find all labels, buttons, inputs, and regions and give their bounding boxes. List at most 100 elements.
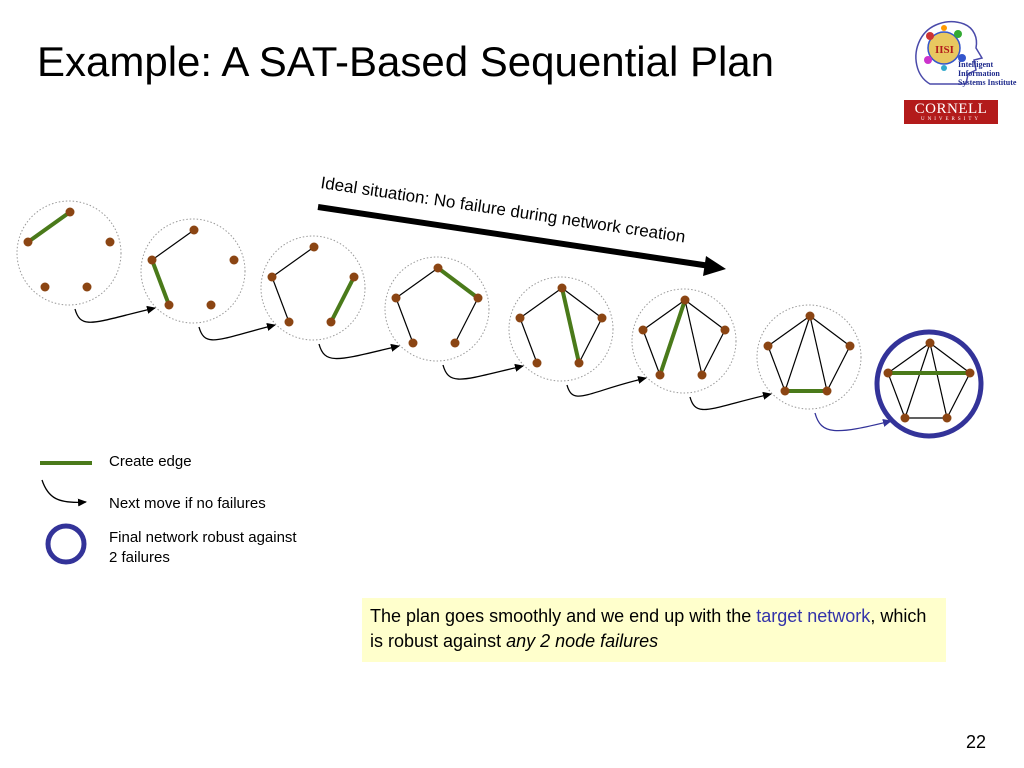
- network-node: [720, 325, 730, 335]
- network-node: [638, 325, 648, 335]
- network-node: [267, 272, 277, 282]
- network-boundary: [508, 276, 614, 382]
- network-step-5: [508, 276, 614, 382]
- ideal-path-arrow: [317, 204, 711, 269]
- new-edge: [26, 210, 72, 244]
- network-edge: [784, 315, 811, 392]
- legend-final-network-ring: [45, 523, 87, 565]
- iisi-caption-line-1: Intelligent Information: [958, 60, 1000, 78]
- new-edge: [658, 299, 687, 376]
- iisi-logo-icon: IISI: [915, 20, 984, 85]
- next-step-arrow: [566, 375, 647, 397]
- network-boundary: [260, 235, 366, 341]
- network-step-8: [874, 329, 984, 439]
- network-node: [845, 341, 855, 351]
- network-node: [65, 207, 75, 217]
- network-boundary: [140, 218, 246, 324]
- network-node: [450, 338, 460, 348]
- next-step-arrow: [318, 343, 400, 360]
- network-edge: [809, 315, 828, 392]
- next-step-arrow: [442, 363, 524, 380]
- network-node: [189, 225, 199, 235]
- network-edge: [809, 315, 851, 347]
- network-node: [23, 237, 33, 247]
- next-step-arrow: [814, 412, 892, 432]
- network-node: [697, 370, 707, 380]
- cornell-logo-sub: UNIVERSITY: [921, 117, 981, 122]
- summary-note-highlight: target network: [756, 606, 871, 626]
- network-node: [780, 386, 790, 396]
- iisi-caption-line-2: Systems Institute: [958, 78, 1017, 87]
- ideal-path-arrow-head: [703, 256, 726, 276]
- cornell-logo-name: CORNELL: [914, 101, 988, 117]
- network-node: [597, 313, 607, 323]
- network-node: [925, 338, 935, 348]
- network-edge: [929, 342, 971, 374]
- iisi-caption: Intelligent Information Systems Institut…: [958, 60, 1022, 87]
- network-node: [284, 317, 294, 327]
- next-step-arrow: [689, 391, 772, 411]
- network-node: [164, 300, 174, 310]
- legend-next-move-arrow: [41, 479, 87, 507]
- network-node: [557, 283, 567, 293]
- network-edge: [946, 372, 971, 419]
- final-network-ring: [874, 329, 984, 439]
- network-node: [942, 413, 952, 423]
- network-node: [822, 386, 832, 396]
- network-edge: [395, 267, 439, 299]
- network-node: [40, 282, 50, 292]
- slide-title: Example: A SAT-Based Sequential Plan: [37, 38, 775, 85]
- network-edge: [519, 317, 538, 364]
- network-edge: [642, 329, 661, 376]
- network-node: [206, 300, 216, 310]
- network-edge: [578, 317, 603, 364]
- cornell-logo: CORNELL UNIVERSITY: [904, 100, 998, 124]
- network-edge: [767, 315, 811, 347]
- legend-create-edge-label: Create edge: [109, 453, 192, 470]
- network-step-7: [756, 304, 862, 410]
- network-node: [105, 237, 115, 247]
- network-edge: [454, 297, 479, 344]
- network-boundary: [756, 304, 862, 410]
- network-boundary: [384, 256, 490, 362]
- network-node: [147, 255, 157, 265]
- network-edge: [767, 345, 786, 392]
- new-edge: [150, 259, 171, 306]
- summary-note-part-1: The plan goes smoothly and we end up wit…: [370, 606, 757, 626]
- legend-final-network-label-line-1: Final network robust against: [109, 529, 297, 546]
- network-node: [680, 295, 690, 305]
- summary-note-italic: any 2 node failures: [506, 631, 659, 651]
- legend-next-move-label: Next move if no failures: [109, 495, 266, 512]
- network-edge: [561, 287, 603, 319]
- network-node: [433, 263, 443, 273]
- network-node: [574, 358, 584, 368]
- network-node: [408, 338, 418, 348]
- network-edge: [395, 297, 414, 344]
- network-edge: [887, 342, 931, 374]
- network-edge: [271, 246, 315, 278]
- next-step-arrow: [74, 305, 156, 323]
- network-edge: [701, 329, 726, 376]
- network-node: [883, 368, 893, 378]
- network-boundary: [631, 288, 737, 394]
- new-edge: [329, 276, 356, 323]
- network-node: [309, 242, 319, 252]
- new-edge: [560, 287, 581, 364]
- network-edge: [271, 276, 290, 323]
- network-step-2: [140, 218, 246, 324]
- summary-note: The plan goes smoothly and we end up wit…: [362, 598, 946, 662]
- network-node: [229, 255, 239, 265]
- legend-final-network-label-line-2: 2 failures: [109, 549, 170, 566]
- network-node: [805, 311, 815, 321]
- page-number: 22: [966, 732, 987, 752]
- network-node: [349, 272, 359, 282]
- network-edge: [151, 229, 195, 261]
- network-edge: [684, 299, 726, 331]
- network-edge: [887, 372, 906, 419]
- network-node: [965, 368, 975, 378]
- network-step-6: [631, 288, 737, 394]
- network-edge: [904, 342, 931, 419]
- network-node: [900, 413, 910, 423]
- network-step-4: [384, 256, 490, 362]
